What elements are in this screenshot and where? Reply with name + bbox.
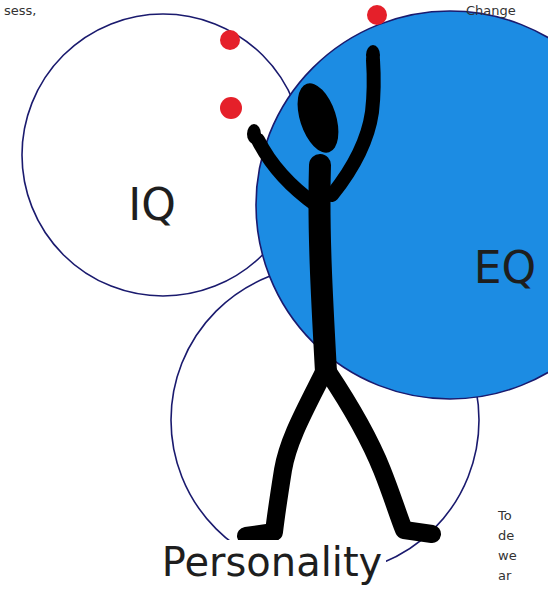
juggling-ball xyxy=(367,5,387,25)
venn-circle: IQ xyxy=(21,13,305,297)
figure-body xyxy=(319,165,326,372)
circle-outline xyxy=(21,13,305,297)
figure-hand xyxy=(366,45,380,65)
circle-shape xyxy=(171,266,479,574)
figure-left-leg xyxy=(246,372,324,536)
figure-hand xyxy=(247,124,261,144)
juggling-ball xyxy=(220,97,242,119)
circle-label: IQ xyxy=(128,181,176,229)
circle-shape xyxy=(256,11,548,399)
cropped-text-fragment: sess, xyxy=(4,3,36,19)
juggling-ball xyxy=(220,30,240,50)
cropped-text-fragment: ar xyxy=(498,568,511,584)
venn-circle: EQ xyxy=(255,10,548,400)
circle-label: EQ xyxy=(474,244,536,292)
cropped-text-fragment: de xyxy=(498,528,514,544)
cropped-text-fragment: To xyxy=(498,508,512,524)
circle-outline xyxy=(170,265,480,575)
cropped-text-fragment: we xyxy=(498,548,517,564)
circle-outline xyxy=(255,10,548,400)
cropped-text-fragment: Change xyxy=(466,3,516,19)
circle-label: Personality xyxy=(158,540,387,584)
venn-circle: Personality xyxy=(170,265,480,575)
